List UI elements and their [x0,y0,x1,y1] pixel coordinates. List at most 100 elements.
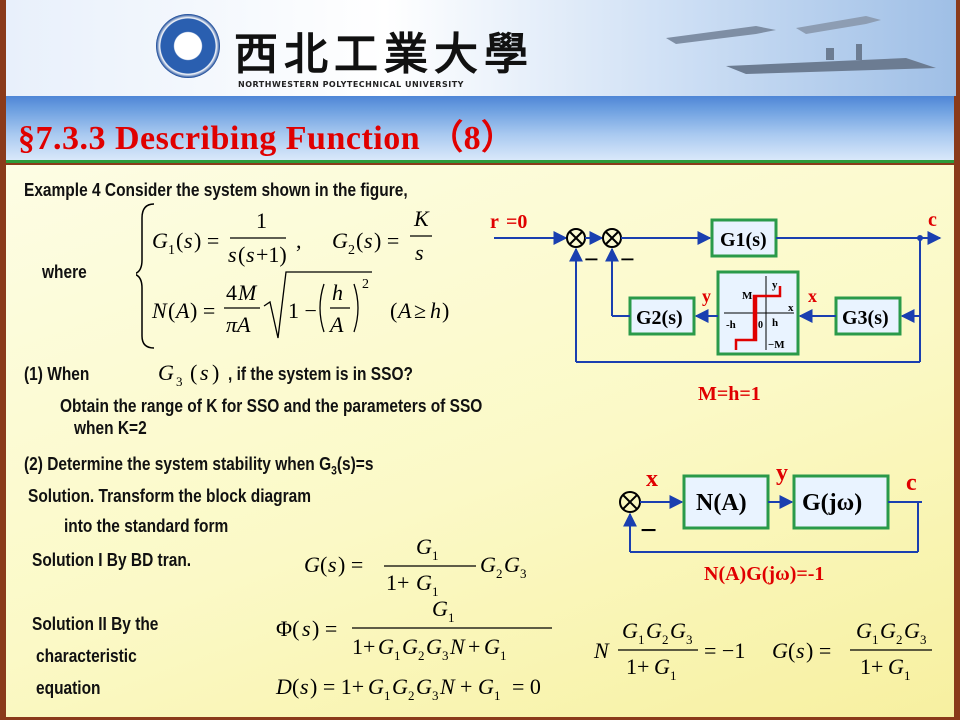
minus-sign-2: − [620,245,635,274]
nl-x-axis-label: x [788,302,794,314]
svg-text:G: G [432,596,448,621]
svg-text:1: 1 [432,548,439,563]
svg-text:1: 1 [448,610,455,625]
solution-ii-1: Solution II By the [32,614,159,634]
svg-text:3: 3 [176,374,183,388]
solution-intro-2: into the standard form [64,516,229,536]
svg-text:1 −: 1 − [288,298,317,323]
svg-text:G: G [392,674,408,699]
svg-text:) =: ) = [374,228,399,253]
nl-h-label: h [772,317,778,329]
svg-text:+: + [460,674,472,699]
svg-text:G: G [504,552,520,577]
title-bar [6,96,954,163]
x-label-2: x [646,466,658,492]
svg-text:(: ( [176,228,183,253]
svg-text:s: s [302,616,311,641]
svg-text:) =: ) = [194,228,219,253]
svg-text:3: 3 [520,566,527,581]
svg-text:1+: 1+ [626,654,649,679]
nl-neg-m-label: −M [768,339,785,351]
svg-text:2: 2 [896,632,903,647]
svg-text:) =: ) = [338,552,363,577]
solution-ii-3: equation [36,678,101,698]
svg-text:2: 2 [662,632,669,647]
svg-text:s: s [328,552,337,577]
svg-text:1: 1 [670,668,677,683]
minus-sign-1: − [584,245,599,274]
svg-text:G: G [670,618,686,643]
nl-neg-h-label: -h [726,319,736,331]
svg-text:1+: 1+ [386,570,409,595]
question-2-end: (s)=s [336,454,374,474]
question-2-text: (2) Determine the system stability when … [24,454,332,474]
y-label: y [702,286,711,306]
svg-text:2: 2 [408,688,415,703]
svg-text:G: G [416,570,432,595]
svg-text:4: 4 [226,280,237,305]
svg-text:G: G [416,534,432,559]
svg-text:G: G [416,674,432,699]
summing-junction-3 [619,491,641,513]
g1-label: G1(s) [720,229,767,251]
svg-text:): ) [442,298,449,323]
svg-text:3: 3 [920,632,927,647]
svg-text:) =: ) = [312,616,337,641]
svg-text:2: 2 [348,243,355,258]
svg-text:(: ( [292,674,299,699]
svg-text:G: G [332,228,348,253]
c-label-2: c [906,470,917,496]
svg-text:N: N [449,634,466,659]
university-name-cn: 西北工業大學 [234,29,534,80]
svg-text:s: s [415,240,424,265]
svg-text:G: G [622,618,638,643]
n-block-label: N(A) [696,490,747,516]
svg-text:s: s [246,242,255,267]
slide-title: §7.3.3 Describing Function （8） [18,120,516,157]
svg-text:1: 1 [256,208,267,233]
svg-text:G: G [888,654,904,679]
svg-text:1: 1 [432,584,439,599]
nl-zero-label: 0 [758,320,763,331]
svg-text:= 0: = 0 [512,674,541,699]
svg-text:N: N [593,638,610,663]
svg-text:G: G [368,674,384,699]
svg-text:G: G [158,360,174,385]
svg-text:): ) [212,360,219,385]
r-value: =0 [506,211,527,233]
university-name-en: NORTHWESTERN POLYTECHNICAL UNIVERSITY [238,80,464,89]
svg-text:3: 3 [442,648,449,663]
question-1-k2: when K=2 [74,418,147,438]
svg-text:1+: 1+ [352,634,375,659]
question-1-rest: , if the system is in SSO? [228,364,413,384]
question-1-when: (1) When [24,364,90,384]
svg-text:G: G [304,552,320,577]
svg-text:3: 3 [432,688,439,703]
g2-label: G2(s) [636,307,683,329]
svg-text:1+: 1+ [860,654,883,679]
svg-text:+: + [468,634,480,659]
svg-text:G: G [646,618,662,643]
summing-junction-1 [566,228,586,248]
svg-text:G: G [378,634,394,659]
nonlinear-relay-block: y x M −M h -h 0 [716,270,800,356]
svg-text:G: G [480,552,496,577]
svg-text:1: 1 [904,668,911,683]
params-label: M=h=1 [698,383,761,405]
y-label-2: y [776,460,788,486]
svg-text:N: N [151,298,168,323]
condition-label: N(A)G(jω)=-1 [704,563,824,585]
svg-text:G: G [654,654,670,679]
svg-text:+1): +1) [256,242,287,267]
svg-text:≥: ≥ [414,298,426,323]
svg-text:s: s [796,638,805,663]
svg-text:N: N [439,674,456,699]
svg-text:G: G [856,618,872,643]
nl-m-label: M [742,290,753,302]
g3-label: G3(s) [842,307,889,329]
svg-text:h: h [332,280,343,305]
svg-text:s: s [364,228,373,253]
svg-text:,: , [296,228,302,253]
